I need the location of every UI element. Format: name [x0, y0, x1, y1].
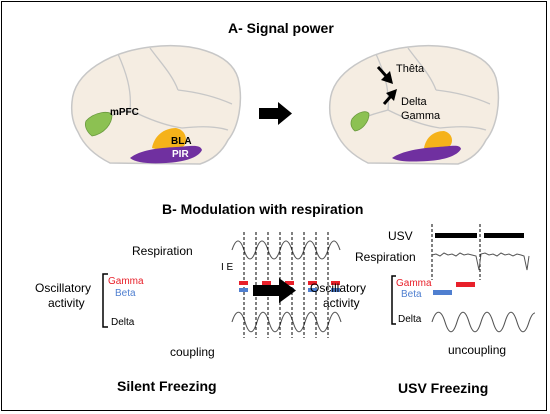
delta-arrowhead	[386, 89, 397, 101]
theta-arrow-line	[376, 65, 389, 79]
silent-delta-trace	[231, 311, 342, 333]
theta-label: Thêta	[396, 63, 425, 75]
silent-freezing-caption: Silent Freezing	[117, 378, 217, 394]
silent-traces	[231, 240, 342, 333]
usv-gamma-bar	[456, 282, 475, 287]
silent-delta-label: Delta	[111, 317, 135, 328]
silent-oscillatory-label-2: activity	[48, 296, 85, 310]
usv-oscillatory-label-2: activity	[323, 296, 360, 310]
bla-region-right	[424, 131, 452, 150]
silent-beta-label: Beta	[115, 288, 136, 299]
silent-respiration-label: Respiration	[132, 244, 193, 258]
usv-delta-trace	[431, 311, 536, 333]
pir-label: PIR	[172, 149, 189, 160]
delta-arrow-line	[382, 95, 393, 105]
silent-ie-label: I E	[221, 262, 234, 273]
panel-b-title: B- Modulation with respiration	[162, 201, 364, 217]
usv-bars	[435, 233, 524, 238]
brain-right	[328, 45, 500, 165]
mpfc-region-right	[350, 111, 370, 132]
arrow-b	[253, 278, 296, 303]
silent-oscillatory-label-1: Oscillatory	[35, 281, 92, 295]
delta-label: Delta	[401, 96, 427, 108]
silent-gamma-bars	[239, 281, 340, 285]
usv-label: USV	[388, 229, 413, 243]
usv-respiration-trace	[431, 252, 530, 271]
usv-oscillatory-label-1: Oscillatory	[310, 281, 367, 295]
brain-left-sulci	[95, 47, 233, 131]
gamma-label: Gamma	[401, 110, 441, 122]
pir-region-right	[392, 145, 461, 162]
theta-arrowhead	[381, 71, 393, 84]
brain-left	[70, 45, 242, 165]
brain-right-outline	[328, 45, 500, 165]
arrow-a	[259, 102, 292, 125]
silent-gamma-label: Gamma	[108, 276, 144, 287]
usv-delta-label: Delta	[398, 314, 422, 325]
usv-dashed-lines	[431, 224, 481, 280]
bla-label: BLA	[171, 136, 192, 147]
mpfc-region	[84, 111, 113, 137]
pir-region	[130, 145, 202, 164]
brain-left-outline	[70, 45, 242, 165]
usv-gamma-label: Gamma	[396, 278, 432, 289]
usv-respiration-label: Respiration	[355, 250, 416, 264]
usv-uncoupling-label: uncoupling	[448, 343, 507, 357]
mpfc-label: mPFC	[110, 107, 139, 118]
usv-bracket	[391, 275, 396, 325]
usv-freezing-caption: USV Freezing	[398, 380, 489, 396]
bla-region	[152, 128, 186, 151]
panel-a-title: A- Signal power	[228, 20, 334, 36]
silent-coupling-label: coupling	[170, 345, 215, 359]
usv-beta-label: Beta	[401, 289, 422, 300]
silent-bracket	[102, 273, 108, 328]
usv-beta-bar	[433, 290, 452, 295]
silent-respiration-trace	[231, 240, 341, 260]
